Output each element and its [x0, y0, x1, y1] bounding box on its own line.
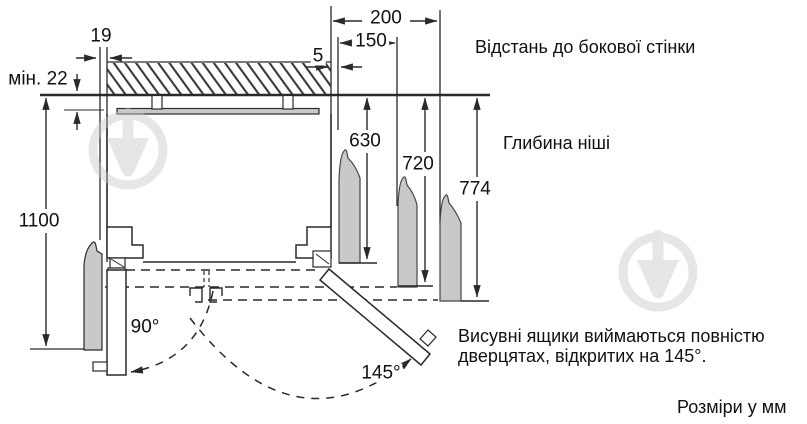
hinge-pivot-right-diagonal [315, 253, 330, 265]
wall-hatch-fill [107, 63, 331, 94]
center-grip-right [209, 287, 223, 303]
dim-label-1100: 1100 [16, 210, 62, 232]
center-grip-left [189, 287, 203, 303]
watermark-logo-1 [88, 108, 168, 190]
watermark-stem [652, 230, 664, 264]
watermark-ring [88, 110, 168, 190]
note-drawers-line1: Висувні ящики виймаються повністю [458, 326, 765, 346]
watermark-logo-2 [618, 230, 698, 312]
wall-section [40, 61, 490, 97]
note-drawers-line2: дверцятах, відкритих на 145°. [458, 346, 707, 366]
right-door-open-145 [318, 267, 437, 367]
door-handle-145 [419, 329, 437, 347]
door-handle-90 [92, 361, 108, 372]
mount-bracket-right [282, 94, 294, 110]
label-niche-depth: Глибина ніші [503, 133, 610, 153]
dim-label-720: 720 [400, 153, 436, 175]
hinge-step-left [106, 226, 144, 259]
closed-door-outline [90, 269, 438, 303]
handle-depth-profiles [338, 149, 489, 302]
door-swing-arcs [130, 290, 412, 400]
handle-profile-720 [397, 176, 418, 288]
mount-bracket-left [151, 94, 163, 110]
fridge-body [106, 94, 332, 280]
watermark-ring [618, 232, 698, 312]
angle-label-90: 90° [128, 316, 162, 338]
door-panel-90 [106, 269, 127, 376]
dim-label-19: 19 [88, 25, 114, 47]
handle-profile-774 [439, 194, 462, 302]
angle-label-145: 145° [359, 362, 403, 384]
dim-label-min22: мін. 22 [6, 68, 70, 90]
watermark-stem [122, 108, 134, 142]
dimension-arrows [42, 17, 481, 347]
left-door-open-90 [83, 241, 127, 376]
dim-label-150: 150 [353, 30, 389, 52]
watermark-blade [107, 138, 149, 177]
dim-label-630: 630 [347, 130, 383, 152]
hinge-pivot-left-diagonal [110, 258, 125, 268]
swing-arc-90 [130, 290, 214, 374]
fridge-back-panel [116, 107, 320, 115]
swing-arc-145 [189, 317, 412, 400]
door-panel-145 [318, 267, 432, 367]
handle-profile-90 [83, 241, 103, 351]
label-units: Розміри у мм [677, 397, 787, 417]
dim-label-200: 200 [368, 7, 404, 29]
dim-label-5: 5 [310, 45, 326, 67]
handle-profile-630 [338, 149, 361, 264]
watermark-blade [637, 260, 679, 299]
dim-label-774: 774 [457, 178, 493, 200]
label-side-wall-distance: Відстань до бокової стінки [475, 37, 696, 57]
